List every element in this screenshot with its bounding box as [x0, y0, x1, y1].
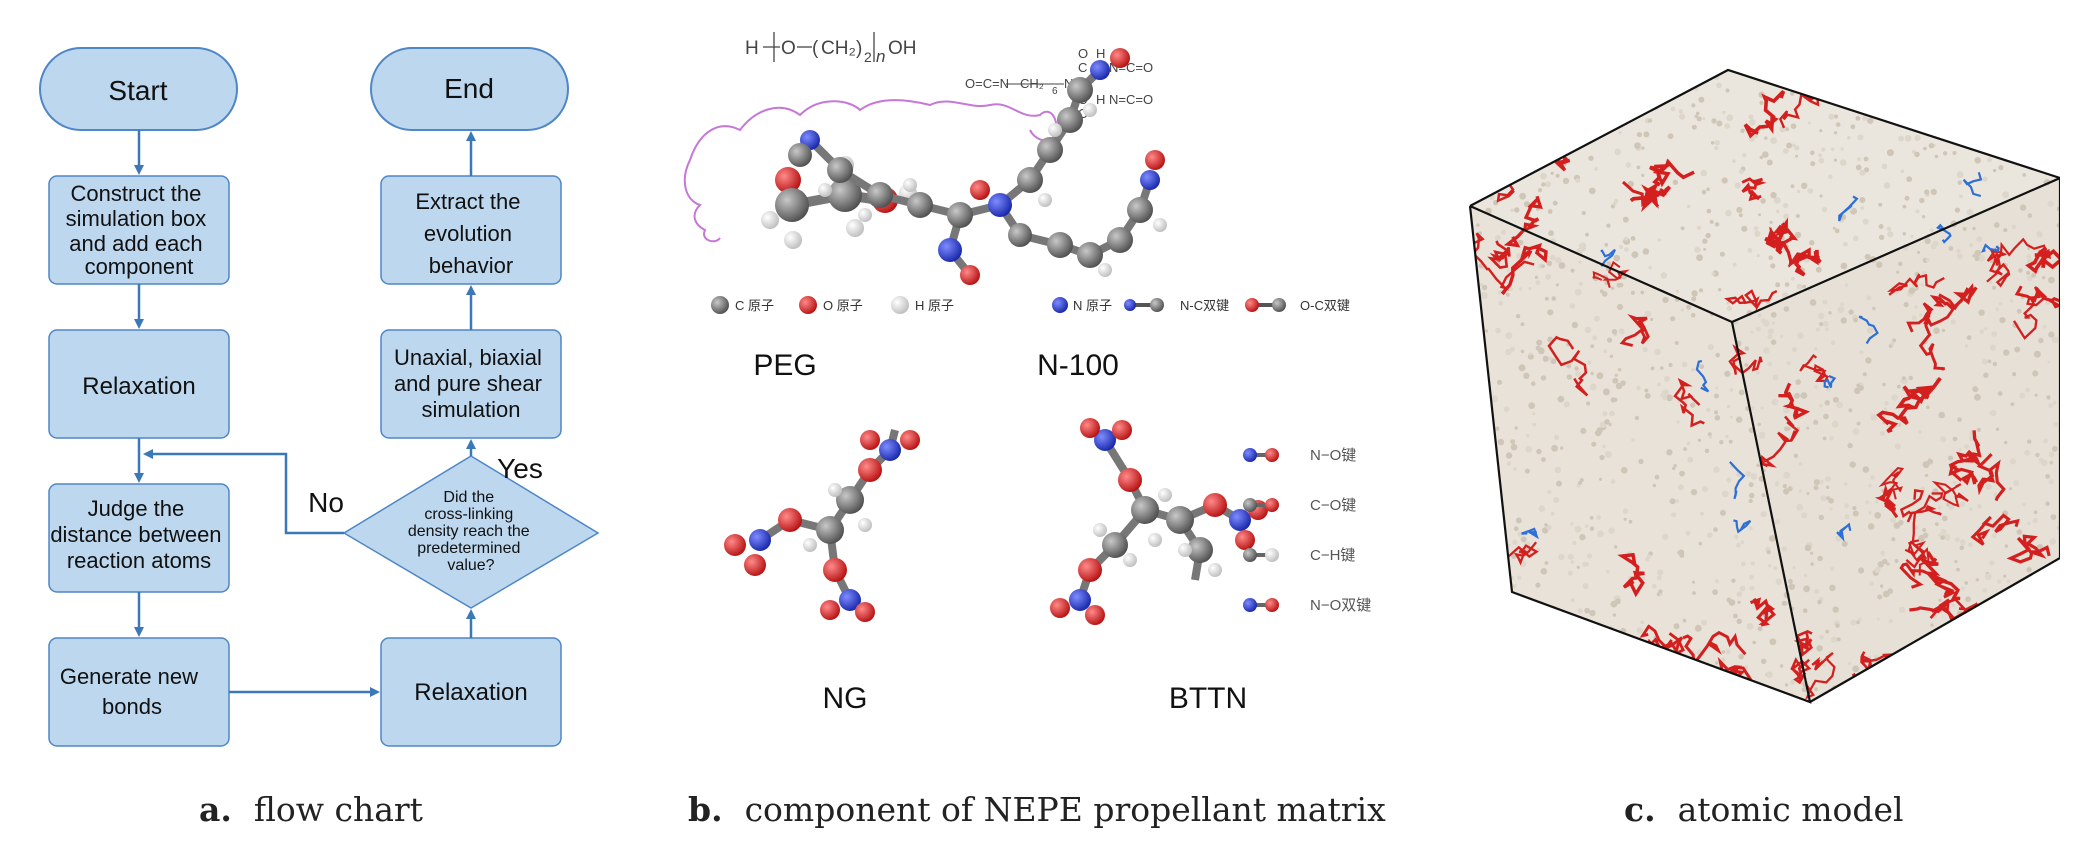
svg-text:Generate new bonds: Generate new bonds: [60, 664, 204, 719]
extract-line: behavior: [429, 253, 513, 278]
n100-formula-h: H: [1096, 46, 1105, 61]
ng-name: NG: [823, 682, 868, 715]
extract-line: evolution: [424, 221, 512, 246]
simulation-line: simulation: [421, 397, 520, 422]
judge-line: distance between: [50, 522, 221, 547]
svg-text:Unaxial, biaxial and p: Unaxial, biaxial and pure shear simulati…: [394, 345, 548, 422]
n100-molecule-icon: [788, 48, 1167, 285]
n100-name: N-100: [1037, 349, 1119, 382]
decision-line: cross-linking: [424, 506, 513, 523]
relaxation-node-2: Relaxation: [380, 637, 562, 747]
n100-formula-row1: H N=C=O: [1096, 60, 1153, 75]
caption-b: b. component of NEPE propellant matrix: [688, 790, 1386, 829]
bttn-name: BTTN: [1169, 682, 1247, 715]
peg-formula-paren: (: [812, 38, 819, 59]
decision-line: density reach the: [408, 523, 530, 540]
decision-line: value?: [447, 557, 494, 574]
atom-legend-o: O 原子: [823, 298, 863, 313]
bond-legend-oc: O-C双键: [1300, 298, 1350, 313]
components-panel: H O ( CH₂ ) 2 n OH C 原子 O 原子 H 原子: [683, 32, 1371, 715]
peg-formula-sub2: 2: [864, 49, 872, 65]
judge-node: Judge the distance between reaction atom…: [48, 483, 230, 593]
no-label: No: [308, 487, 344, 518]
bttn-molecule-icon: [1050, 418, 1268, 625]
relaxation-label-1: Relaxation: [82, 373, 195, 400]
yes-label: Yes: [497, 453, 543, 484]
bond-legend-ch: C−H键: [1310, 547, 1355, 564]
peg-formula-n: n: [876, 47, 885, 66]
construct-line: component: [85, 254, 194, 279]
peg-formula-o: O: [781, 38, 796, 59]
construct-line: Construct the: [71, 181, 202, 206]
n100-formula-n: N: [1064, 76, 1073, 91]
svg-text:Construct the simulati: Construct the simulation box and add eac…: [66, 181, 213, 279]
cube-front-face: [1470, 206, 1810, 702]
cube-right-face: [1732, 178, 2060, 702]
n100-formula-sub: 6: [1052, 86, 1058, 97]
svg-text:Did the cross-linking: Did the cross-linking density reach the …: [408, 489, 534, 574]
n100-formula: O=C=N CH₂ 6 N C C O O H H N=C=O H N=C=O: [965, 46, 1153, 121]
caption-c: c. atomic model: [1624, 790, 1904, 829]
n100-formula-left: O=C=N: [965, 76, 1009, 91]
peg-name: PEG: [753, 349, 816, 382]
peg-formula-oh: OH: [888, 38, 917, 59]
flowchart-panel: Start End Construct the simulation box a…: [39, 47, 600, 747]
bond-legend-co: C−O键: [1310, 497, 1356, 514]
relaxation-node-1: Relaxation: [48, 329, 230, 439]
cube-edges: [1468, 68, 2060, 704]
peg-formula-ch2: CH₂: [821, 38, 856, 59]
flowchart-connectors: [134, 130, 476, 697]
end-label: End: [444, 73, 494, 104]
construct-line: and add each: [69, 231, 202, 256]
atom-legend-c: C 原子: [735, 298, 774, 313]
peg-formula-paren: ): [856, 38, 862, 59]
caption-c-letter: c.: [1624, 790, 1656, 829]
decision-node: Did the cross-linking density reach the …: [342, 455, 600, 609]
generate-line: bonds: [102, 694, 162, 719]
atom-legend-h: H 原子: [915, 298, 954, 313]
n100-formula-o2: O: [1078, 106, 1088, 121]
extract-node: Extract the evolution behavior: [380, 175, 562, 285]
bond-legend-nc: N-C双键: [1180, 298, 1229, 313]
relaxation-label-2: Relaxation: [414, 679, 527, 706]
peg-formula: H O ( CH₂ ) 2 n OH: [745, 32, 917, 66]
judge-line: reaction atoms: [67, 548, 211, 573]
ng-molecule-icon: [724, 429, 920, 622]
simulation-line: Unaxial, biaxial: [394, 345, 542, 370]
extract-line: Extract the: [415, 189, 520, 214]
n100-formula-o1: O: [1078, 46, 1088, 61]
caption-a-letter: a.: [199, 790, 232, 829]
n100-formula-row2: H N=C=O: [1096, 92, 1153, 107]
start-node: Start: [39, 47, 238, 131]
simulation-node: Unaxial, biaxial and pure shear simulati…: [380, 329, 562, 439]
judge-line: Judge the: [88, 496, 185, 521]
construct-line: simulation box: [66, 206, 207, 231]
peg-chain-icon: [683, 99, 1058, 243]
svg-text:Judge the distance bet: Judge the distance between reaction atom…: [50, 496, 227, 573]
caption-b-text: component of NEPE propellant matrix: [744, 790, 1386, 829]
construct-box-node: Construct the simulation box and add eac…: [48, 175, 230, 285]
bond-legend: N−O键 C−O键 C−H键 N−O双键: [1243, 447, 1371, 614]
caption-a-text: flow chart: [253, 790, 423, 829]
bond-legend-no: N−O键: [1310, 447, 1356, 464]
atom-legend: C 原子 O 原子 H 原子 N 原子 N-C双键 O-C双键: [711, 296, 1350, 314]
decision-line: Did the: [443, 489, 494, 506]
caption-c-text: atomic model: [1677, 790, 1904, 829]
n100-formula-c1: C: [1078, 60, 1087, 75]
end-node: End: [370, 47, 569, 131]
generate-line: Generate new: [60, 664, 198, 689]
peg-molecule-icon: [761, 156, 917, 249]
decision-line: predetermined: [417, 540, 520, 557]
simulation-line: and pure shear: [394, 371, 542, 396]
bond-legend-no-double: N−O双键: [1310, 597, 1371, 614]
caption-a: a. flow chart: [199, 790, 423, 829]
caption-b-letter: b.: [688, 790, 723, 829]
generate-node: Generate new bonds: [48, 637, 230, 747]
start-label: Start: [108, 75, 167, 106]
peg-formula-h: H: [745, 38, 759, 59]
atom-legend-n: N 原子: [1073, 298, 1112, 313]
atomic-model-panel: [1468, 68, 2060, 704]
svg-text:Extract the evolution: Extract the evolution behavior: [415, 189, 526, 278]
